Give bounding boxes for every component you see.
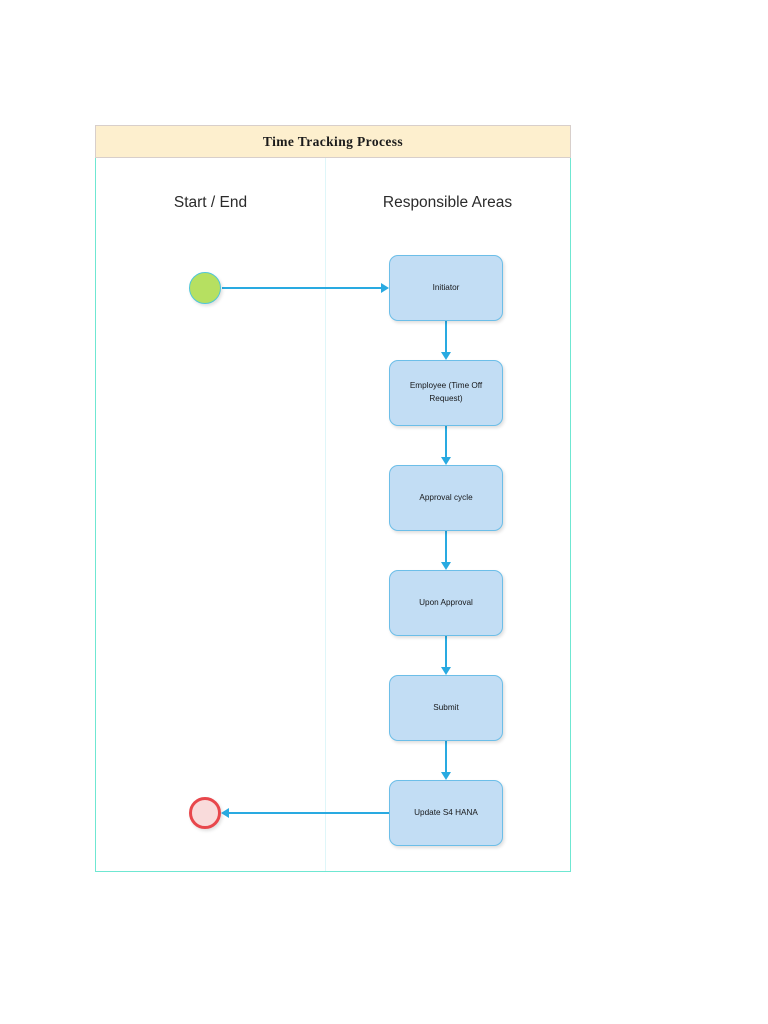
start-terminator-node[interactable] [189,272,221,304]
arrowhead-employee-to-approval-cycle-icon [441,457,451,465]
lane-divider [325,158,326,871]
process-node-label: Approval cycle [419,492,473,502]
connector-upon-approval-to-submit [445,636,447,667]
arrowhead-upon-approval-to-submit-icon [441,667,451,675]
arrowhead-submit-to-update-s4-hana-icon [441,772,451,780]
diagram-title: Time Tracking Process [262,133,404,149]
process-node-label: Initiator [432,282,460,292]
process-node-upon-approval[interactable]: Upon Approval [389,570,503,636]
arrowhead-initiator-to-employee-icon [441,352,451,360]
connector-approval-cycle-to-upon-approval [445,531,447,562]
lane-header-start-end: Start / End [173,194,248,211]
process-node-submit[interactable]: Submit [389,675,503,741]
connector-submit-to-update-s4-hana [445,741,447,772]
connector-employee-to-approval-cycle [445,426,447,457]
end-terminator-node[interactable] [189,797,221,829]
process-node-label: Upon Approval [419,597,473,607]
process-node-label: Submit [433,702,459,712]
connector-start-to-initiator [222,287,381,289]
process-node-update-s4-hana[interactable]: Update S4 HANA [389,780,503,846]
process-node-employee-time-off-request[interactable]: Employee (Time Off Request) [389,360,503,426]
arrowhead-update-s4-hana-to-end-icon [221,808,229,818]
connector-update-s4-hana-to-end [229,812,389,814]
arrowhead-start-to-initiator-icon [381,283,389,293]
flowchart-diagram: Time Tracking Process Start / End Respon… [95,125,571,872]
connector-initiator-to-employee [445,321,447,352]
diagram-title-band: Time Tracking Process [95,125,571,158]
lane-header-responsible-areas: Responsible Areas [382,194,513,211]
process-node-label: Update S4 HANA [414,807,478,817]
process-node-approval-cycle[interactable]: Approval cycle [389,465,503,531]
diagram-body-panel: Start / End Responsible Areas Initiator … [95,158,571,872]
process-node-initiator[interactable]: Initiator [389,255,503,321]
process-node-label: Employee (Time Off Request) [409,381,483,403]
arrowhead-approval-cycle-to-upon-approval-icon [441,562,451,570]
